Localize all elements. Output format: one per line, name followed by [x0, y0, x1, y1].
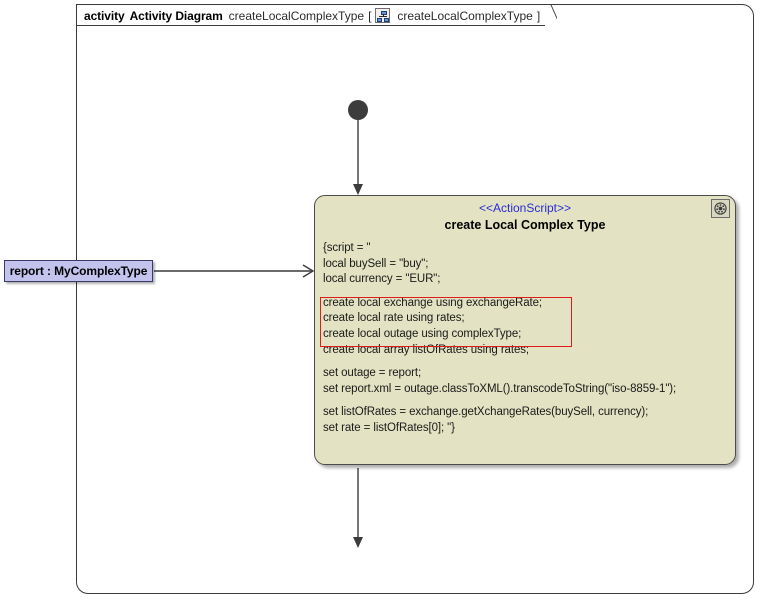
- frame-bracket-open: [: [368, 8, 372, 23]
- diagram-frame-header: activity Activity Diagram createLocalCom…: [76, 4, 541, 26]
- object-node-report[interactable]: report : MyComplexType: [4, 260, 153, 282]
- gear-icon[interactable]: [711, 199, 730, 218]
- action-stereotype-label: <<ActionScript>>: [478, 201, 572, 215]
- script-line: create local exchange using exchangeRate…: [323, 296, 543, 309]
- action-script-body: {script = " local buySell = "buy"; local c…: [323, 241, 735, 437]
- script-line: create local outage using complexType;: [323, 327, 522, 340]
- activity-diagram-icon-node-top: [381, 10, 388, 15]
- object-node-label: report : MyComplexType: [9, 264, 148, 278]
- script-blank-line: [323, 397, 735, 405]
- frame-keyword: activity: [84, 8, 125, 23]
- script-line: {script = ": [323, 242, 371, 254]
- frame-qualifier: createLocalComplexType: [397, 8, 533, 23]
- activity-diagram-icon-node-right: [384, 17, 390, 22]
- frame-header-underline: [76, 25, 545, 26]
- activity-diagram-icon-node-left: [377, 17, 383, 22]
- script-line: set outage = report;: [323, 367, 422, 380]
- script-blank-line: [323, 288, 735, 296]
- initial-node[interactable]: [348, 100, 368, 120]
- script-line: set listOfRates = exchange.getXchangeRat…: [323, 406, 649, 419]
- activity-diagram-icon-stem: [383, 14, 385, 17]
- frame-header-slant-edge: [543, 4, 557, 26]
- script-blank-line: [323, 358, 735, 366]
- script-line: set report.xml = outage.classToXML().tra…: [323, 382, 677, 395]
- script-line: local buySell = "buy";: [323, 257, 429, 270]
- script-line: local currency = "EUR";: [323, 273, 441, 286]
- action-node-create-local-complex-type[interactable]: <<ActionScript>> create Local Complex Ty…: [314, 195, 736, 465]
- script-line: set rate = listOfRates[0]; "}: [323, 421, 455, 434]
- activity-diagram-icon: [375, 8, 391, 23]
- frame-type-label: Activity Diagram: [129, 8, 223, 23]
- frame-diagram-name: createLocalComplexType: [228, 8, 365, 23]
- script-line: create local array listOfRates using rat…: [323, 343, 529, 356]
- gear-icon-glyph: [714, 202, 727, 215]
- script-line: create local rate using rates;: [323, 312, 465, 325]
- frame-bracket-close: ]: [536, 8, 541, 23]
- activity-diagram-icon-bar: [379, 16, 388, 17]
- action-title-label: create Local Complex Type: [444, 218, 606, 232]
